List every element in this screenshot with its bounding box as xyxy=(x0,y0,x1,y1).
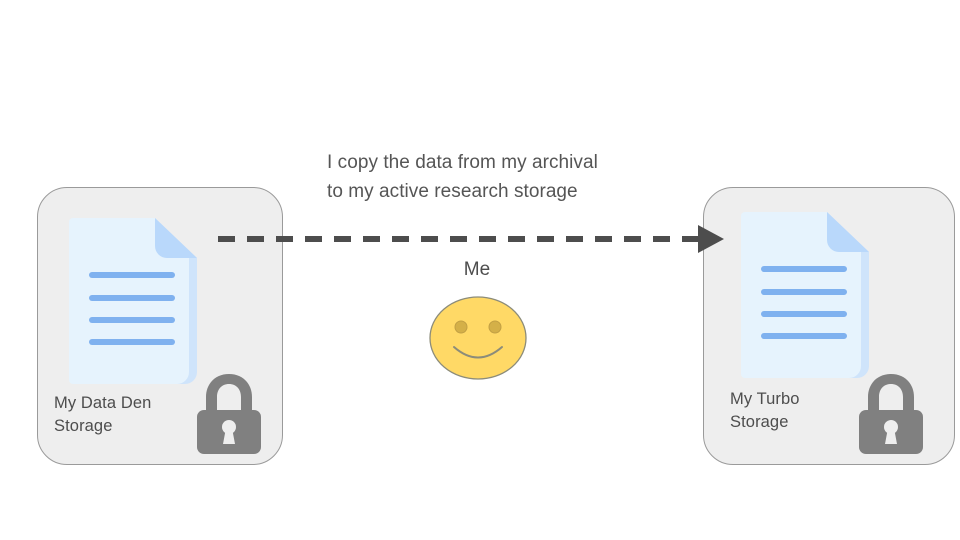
node-label-turbo: My Turbo Storage xyxy=(730,390,800,431)
actor-label-me: Me xyxy=(463,259,491,280)
edge-label-copy-data: I copy the data from my archival to my a… xyxy=(327,152,598,202)
lock-icon xyxy=(859,374,923,454)
document-icon xyxy=(741,212,869,378)
document-icon xyxy=(69,218,197,384)
node-label-data-den: My Data Den Storage xyxy=(54,394,152,435)
smiley-face-icon[interactable] xyxy=(428,295,528,381)
lock-icon xyxy=(197,374,261,454)
